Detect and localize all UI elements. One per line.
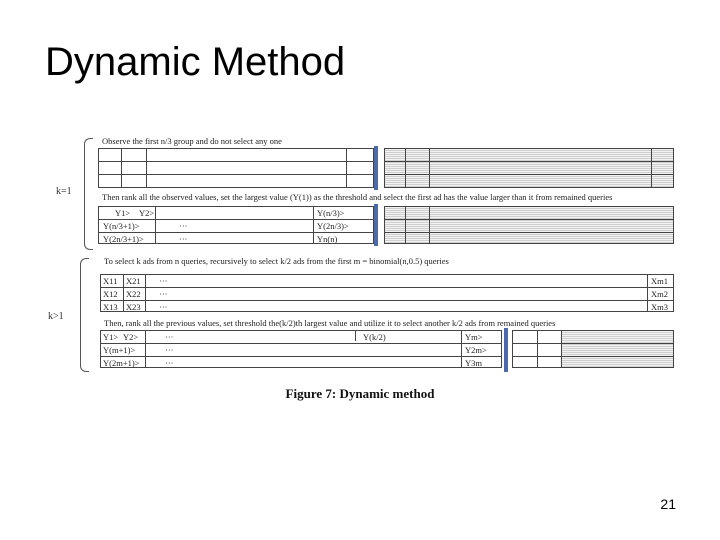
- x-cell: X23: [126, 302, 141, 312]
- k1-cell: Y1>: [115, 208, 131, 218]
- x-cell: ···: [159, 289, 168, 299]
- y-cell: Y2>: [123, 332, 139, 342]
- k1-remaining-table: [384, 148, 674, 188]
- y-cell: ···: [165, 345, 174, 355]
- kgt1-brace: [80, 258, 89, 372]
- k1-brace: [84, 138, 93, 250]
- kgt1-note-recursive: To select k ads from n queries, recursiv…: [104, 256, 449, 266]
- y-cell: ···: [165, 358, 174, 368]
- x-cell: X13: [103, 302, 118, 312]
- x-cell: X12: [103, 289, 118, 299]
- kgt1-y-table: Y1> Y2> ··· Y(k/2) Ym> Y(m+1)> ··· Y2m> …: [100, 330, 502, 368]
- y-cell: Y3m: [465, 358, 482, 368]
- x-cell: Xm2: [651, 289, 668, 299]
- k1-ranked-table: Y1> Y2> Y(n/3)> Y(n/3+1)> ··· Y(2n/3)> Y…: [98, 206, 374, 244]
- k1-cell: Yn(n): [317, 234, 338, 244]
- k1-note-observe: Observe the first n/3 group and do not s…: [102, 136, 282, 146]
- k1-divider-bar: [374, 146, 378, 190]
- x-cell: ···: [159, 302, 168, 312]
- k1-cell: ···: [179, 234, 188, 244]
- kgt1-divider-bar: [504, 328, 508, 372]
- k1-cell: Y(2n/3)>: [317, 221, 349, 231]
- x-cell: X22: [126, 289, 141, 299]
- k1-cell: Y(2n/3+1)>: [103, 234, 144, 244]
- figure-caption-label: Figure 7:: [285, 386, 337, 401]
- y-cell: Y(2m+1)>: [103, 358, 140, 368]
- y-cell: Y1>: [103, 332, 119, 342]
- x-cell: Xm3: [651, 302, 668, 312]
- kgt1-note-threshold: Then, rank all the previous values, set …: [104, 318, 556, 328]
- k1-cell: Y(n/3)>: [317, 208, 345, 218]
- k1-cell: Y2>: [139, 208, 155, 218]
- k1-cell: Y(n/3+1)>: [103, 221, 140, 231]
- k1-label: k=1: [56, 186, 72, 197]
- y-cell: Y(m+1)>: [103, 345, 136, 355]
- kgt1-x-table: X11 X21 ··· Xm1 X12 X22 ··· Xm2 X13 X23 …: [100, 274, 674, 312]
- y-cell: Ym>: [465, 332, 483, 342]
- k1-divider-bar-2: [374, 204, 378, 246]
- page-number: 21: [660, 496, 676, 512]
- kgt1-remaining-table: [512, 330, 674, 368]
- x-cell: X21: [126, 276, 141, 286]
- figure-dynamic-method: k=1 Observe the first n/3 group and do n…: [40, 128, 680, 408]
- k1-note-rank: Then rank all the observed values, set t…: [102, 192, 613, 202]
- slide-title: Dynamic Method: [45, 40, 346, 84]
- k1-cell: ···: [179, 221, 188, 231]
- kgt1-label: k>1: [48, 311, 64, 322]
- k1-remaining-table-2: [384, 206, 674, 244]
- x-cell: X11: [103, 276, 118, 286]
- figure-caption-text: Dynamic method: [339, 386, 435, 401]
- x-cell: Xm1: [651, 276, 668, 286]
- y-cell: Y(k/2): [363, 332, 386, 342]
- y-cell: Y2m>: [465, 345, 487, 355]
- figure-caption: Figure 7: Dynamic method: [40, 386, 680, 402]
- k1-observe-table: [98, 148, 374, 188]
- x-cell: ···: [159, 276, 168, 286]
- y-cell: ···: [165, 332, 174, 342]
